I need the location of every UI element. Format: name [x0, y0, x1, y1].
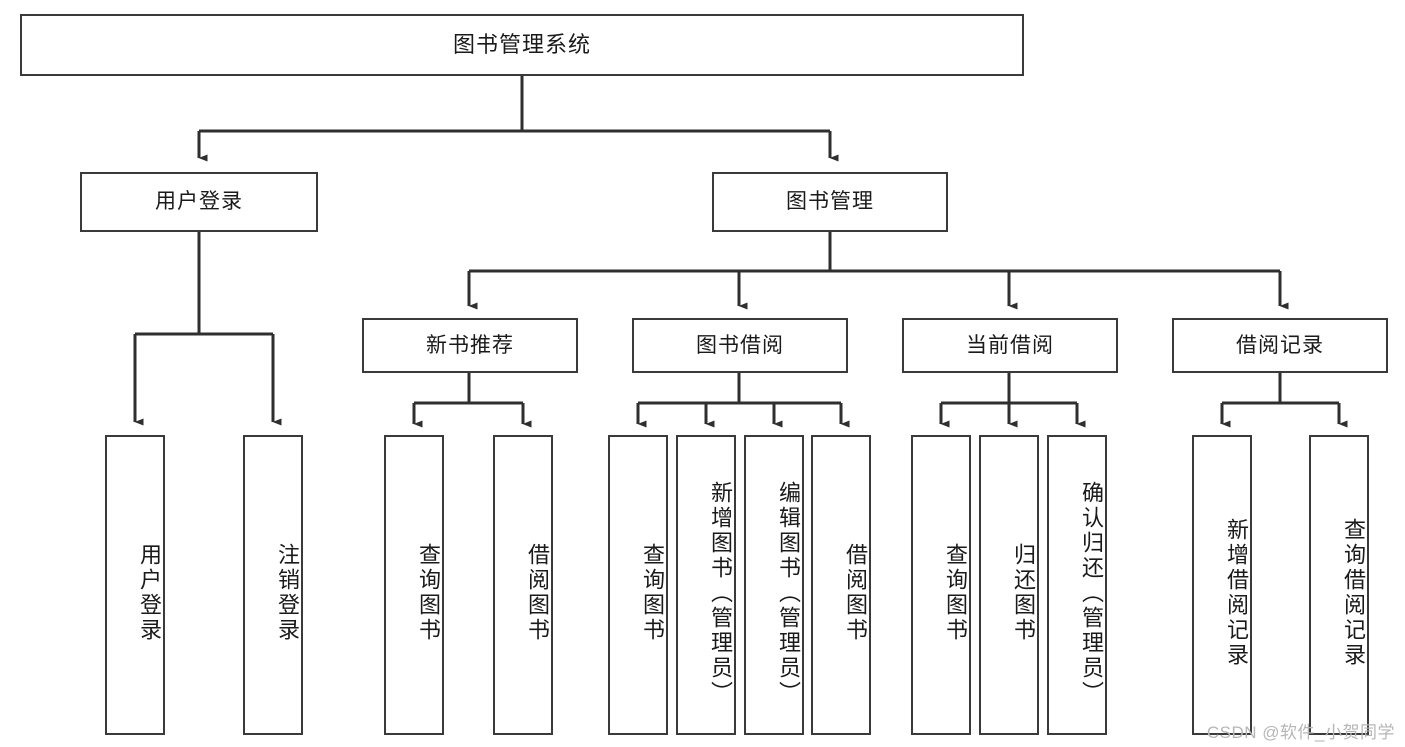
node-label: 图书管理: [786, 190, 874, 214]
node-leaf-query-borrow-record[interactable]: 查询借阅记录: [1309, 435, 1369, 735]
node-leaf-query-book-recommend[interactable]: 查询图书: [384, 435, 444, 735]
node-label: 确认归还（管理员）: [1079, 480, 1104, 706]
node-root-system[interactable]: 图书管理系统: [20, 14, 1024, 76]
node-submodule-new-book-recommend[interactable]: 新书推荐: [362, 318, 578, 373]
node-submodule-borrow-record[interactable]: 借阅记录: [1172, 318, 1388, 373]
node-label: 查询图书: [640, 543, 665, 643]
node-label: 图书借阅: [696, 333, 784, 357]
node-leaf-query-book-current[interactable]: 查询图书: [911, 435, 971, 735]
node-module-user-login[interactable]: 用户登录: [80, 172, 318, 232]
node-label: 借阅图书: [525, 543, 550, 643]
node-label: 注销登录: [275, 543, 300, 643]
node-leaf-add-book-admin[interactable]: 新增图书（管理员）: [676, 435, 736, 735]
node-label: 查询借阅记录: [1341, 518, 1366, 668]
node-leaf-logout[interactable]: 注销登录: [243, 435, 303, 735]
node-label: 借阅记录: [1236, 333, 1324, 357]
node-leaf-return-book[interactable]: 归还图书: [979, 435, 1039, 735]
node-leaf-edit-book-admin[interactable]: 编辑图书（管理员）: [744, 435, 804, 735]
node-label: 新增借阅记录: [1224, 518, 1249, 668]
node-label: 图书管理系统: [452, 31, 591, 57]
node-label: 新书推荐: [426, 333, 514, 357]
node-label: 查询图书: [943, 543, 968, 643]
node-label: 新增图书（管理员）: [708, 480, 733, 706]
node-label: 用户登录: [155, 190, 243, 214]
node-module-book-management[interactable]: 图书管理: [712, 172, 948, 232]
node-label: 当前借阅: [966, 333, 1054, 357]
node-leaf-user-login[interactable]: 用户登录: [105, 435, 165, 735]
node-label: 查询图书: [416, 543, 441, 643]
node-leaf-query-book-borrow[interactable]: 查询图书: [608, 435, 668, 735]
node-leaf-add-borrow-record[interactable]: 新增借阅记录: [1192, 435, 1252, 735]
node-label: 编辑图书（管理员）: [776, 480, 801, 706]
node-label: 借阅图书: [843, 543, 868, 643]
node-leaf-borrow-book-recommend[interactable]: 借阅图书: [493, 435, 553, 735]
node-leaf-borrow-book[interactable]: 借阅图书: [811, 435, 871, 735]
node-label: 归还图书: [1011, 543, 1036, 643]
watermark-text: CSDN @软件_小贺同学: [1206, 723, 1395, 742]
node-leaf-confirm-return-admin[interactable]: 确认归还（管理员）: [1047, 435, 1107, 735]
node-submodule-book-borrow[interactable]: 图书借阅: [632, 318, 848, 373]
node-submodule-current-borrow[interactable]: 当前借阅: [902, 318, 1118, 373]
node-label: 用户登录: [137, 543, 162, 643]
